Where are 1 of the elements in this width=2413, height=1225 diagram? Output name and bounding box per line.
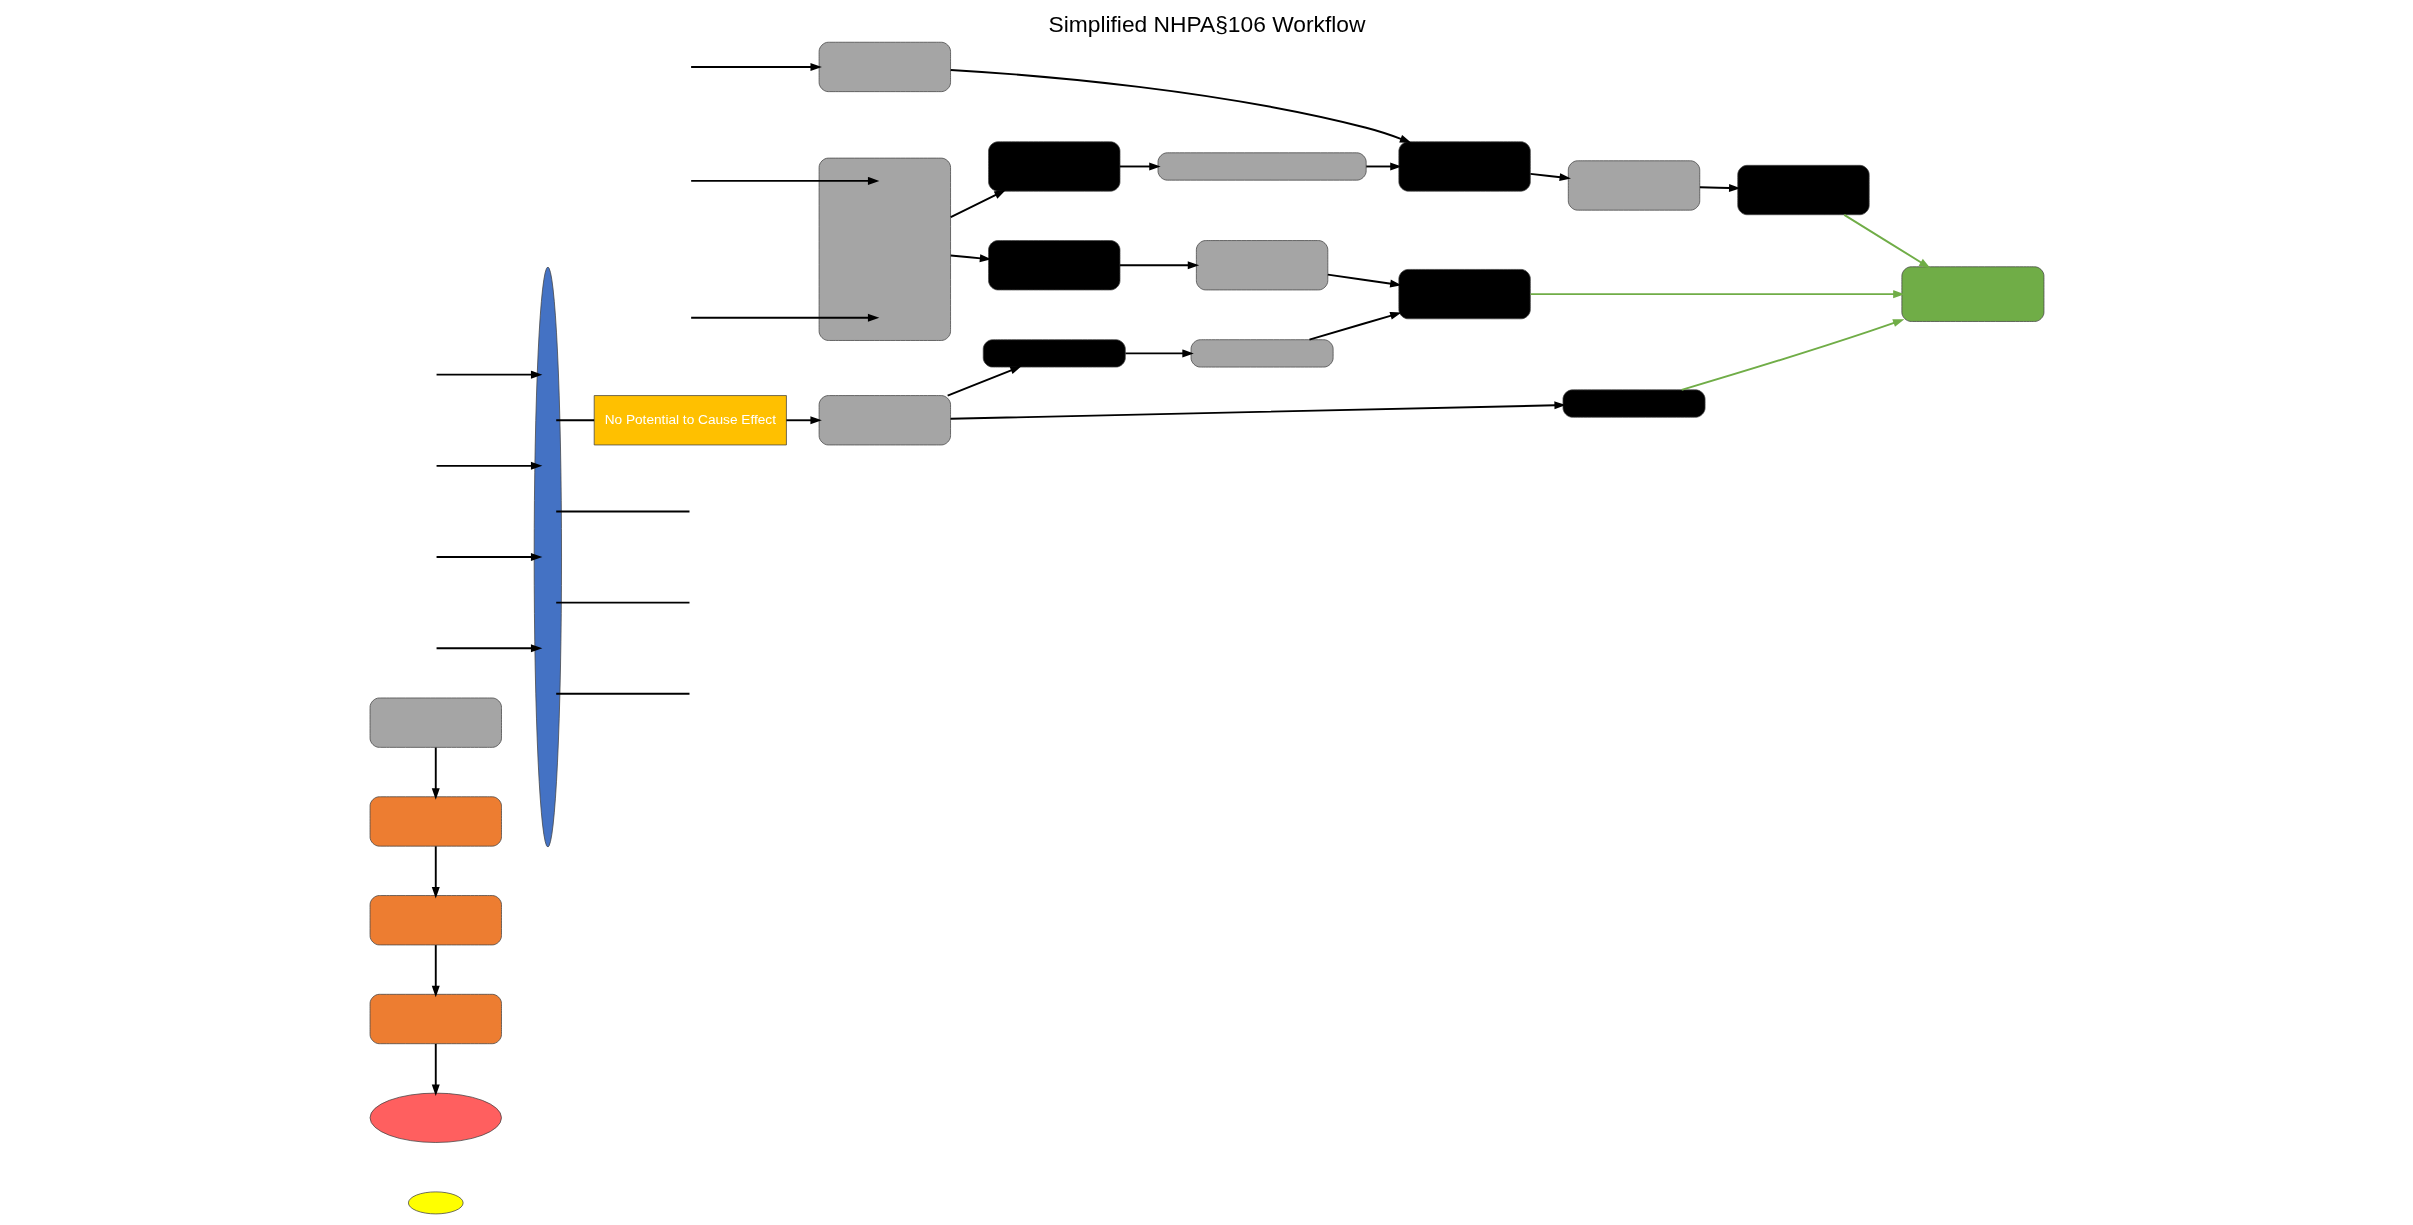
- diagram-title: Simplified NHPA§106 Workflow: [1048, 11, 1365, 38]
